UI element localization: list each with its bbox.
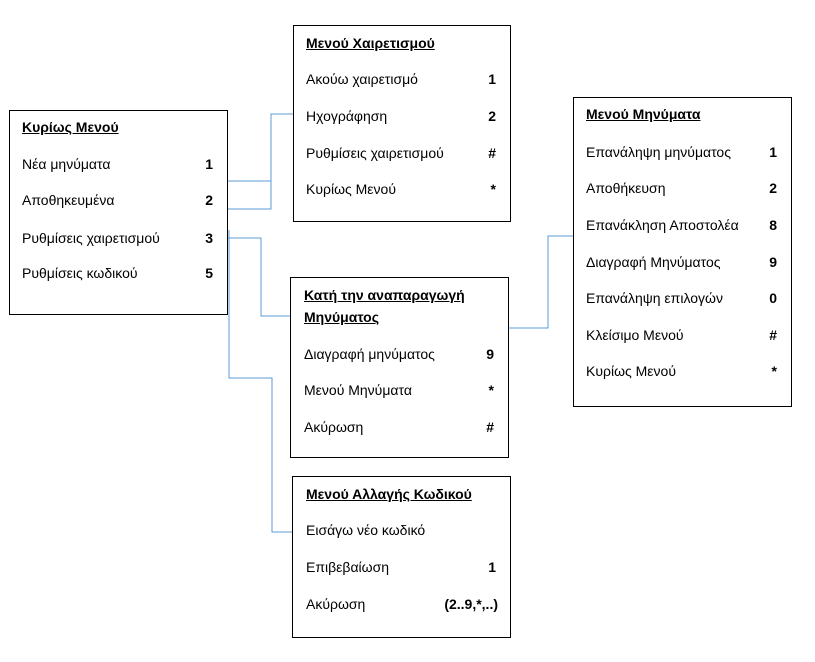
- greeting-menu-item-key: *: [490, 181, 496, 197]
- password-menu-box: Μενού Αλλαγής Κωδικού Εισάγω νέο κωδικό …: [292, 476, 511, 638]
- messages-menu-box: Μενού Μηνύματα Επανάληψη μηνύματος 1 Απο…: [573, 97, 792, 407]
- messages-menu-item-label: Αποθήκευση: [586, 180, 666, 196]
- main-menu-item-label: Αποθηκευμένα: [22, 192, 115, 208]
- messages-menu-item-key: 8: [769, 217, 777, 233]
- playback-menu-box: Κατή την αναπαραγωγή Μηνύματος Διαγραφή …: [290, 277, 509, 458]
- messages-menu-item-label: Επανάκληση Αποστολέα: [586, 217, 739, 233]
- playback-menu-item-label: Ακύρωση: [304, 419, 364, 435]
- main-menu-item-key: 1: [205, 156, 213, 172]
- greeting-menu-item-key: #: [488, 145, 496, 161]
- messages-menu-item-key: 2: [769, 180, 777, 196]
- connector-main-to-password: [228, 230, 292, 533]
- messages-menu-item-label: Κυρίως Μενού: [586, 363, 676, 379]
- playback-menu-title-line1: Κατή την αναπαραγωγή: [304, 287, 465, 303]
- main-menu-box: Κυρίως Μενού Νέα μηνύματα 1 Αποθηκευμένα…: [9, 110, 228, 315]
- greeting-menu-item-label: Ακούω χαιρετισμό: [306, 71, 418, 87]
- messages-menu-item-label: Διαγραφή Μηνύματος: [586, 254, 721, 270]
- greeting-menu-box: Μενού Χαιρετισμού Ακούω χαιρετισμό 1 Ηχο…: [293, 25, 511, 222]
- password-menu-item-label: Ακύρωση: [306, 596, 366, 612]
- main-menu-item-label: Ρυθμίσεις κωδικού: [22, 265, 138, 281]
- password-menu-item-key: (2..9,*,..): [444, 596, 498, 612]
- main-menu-item-label: Ρυθμίσεις χαιρετισμού: [22, 230, 160, 246]
- messages-menu-item-key: *: [771, 363, 777, 379]
- greeting-menu-item-label: Ρυθμίσεις χαιρετισμού: [306, 145, 444, 161]
- messages-menu-item-key: 1: [769, 144, 777, 160]
- playback-menu-item-label: Διαγραφή μηνύματος: [304, 346, 435, 362]
- main-menu-item-key: 3: [205, 230, 213, 246]
- messages-menu-item-key: #: [769, 327, 777, 343]
- main-menu-title: Κυρίως Μενού: [22, 119, 119, 135]
- connector-main-to-greeting-2: [228, 114, 272, 210]
- connector-main-to-greeting-1: [228, 113, 293, 182]
- messages-menu-title: Μενού Μηνύματα: [586, 106, 701, 122]
- messages-menu-item-key: 9: [769, 254, 777, 270]
- playback-menu-item-key: *: [488, 382, 494, 398]
- connector-main-to-playback: [228, 237, 290, 317]
- messages-menu-item-label: Επανάληψη μηνύματος: [586, 144, 731, 160]
- password-menu-item-label: Εισάγω νέο κωδικό: [306, 522, 426, 538]
- playback-menu-item-key: 9: [486, 346, 494, 362]
- playback-menu-item-label: Μενού Μηνύματα: [304, 382, 412, 398]
- messages-menu-item-label: Κλείσιμο Μενού: [586, 327, 684, 343]
- messages-menu-item-key: 0: [769, 290, 777, 306]
- greeting-menu-item-label: Ηχογράφηση: [306, 108, 388, 124]
- password-menu-item-label: Επιβεβαίωση: [306, 559, 390, 575]
- greeting-menu-item-label: Κυρίως Μενού: [306, 181, 396, 197]
- main-menu-item-label: Νέα μηνύματα: [22, 156, 111, 172]
- greeting-menu-item-key: 1: [488, 71, 496, 87]
- main-menu-item-key: 5: [205, 265, 213, 281]
- greeting-menu-title: Μενού Χαιρετισμού: [306, 35, 435, 51]
- playback-menu-title-line2: Μηνύματος: [304, 309, 380, 325]
- greeting-menu-item-key: 2: [488, 108, 496, 124]
- messages-menu-item-label: Επανάληψη επιλογών: [586, 290, 723, 306]
- main-menu-item-key: 2: [205, 192, 213, 208]
- password-menu-item-key: 1: [488, 559, 496, 575]
- password-menu-title: Μενού Αλλαγής Κωδικού: [306, 486, 472, 502]
- playback-menu-item-key: #: [486, 419, 494, 435]
- connector-playback-to-messages: [509, 235, 573, 329]
